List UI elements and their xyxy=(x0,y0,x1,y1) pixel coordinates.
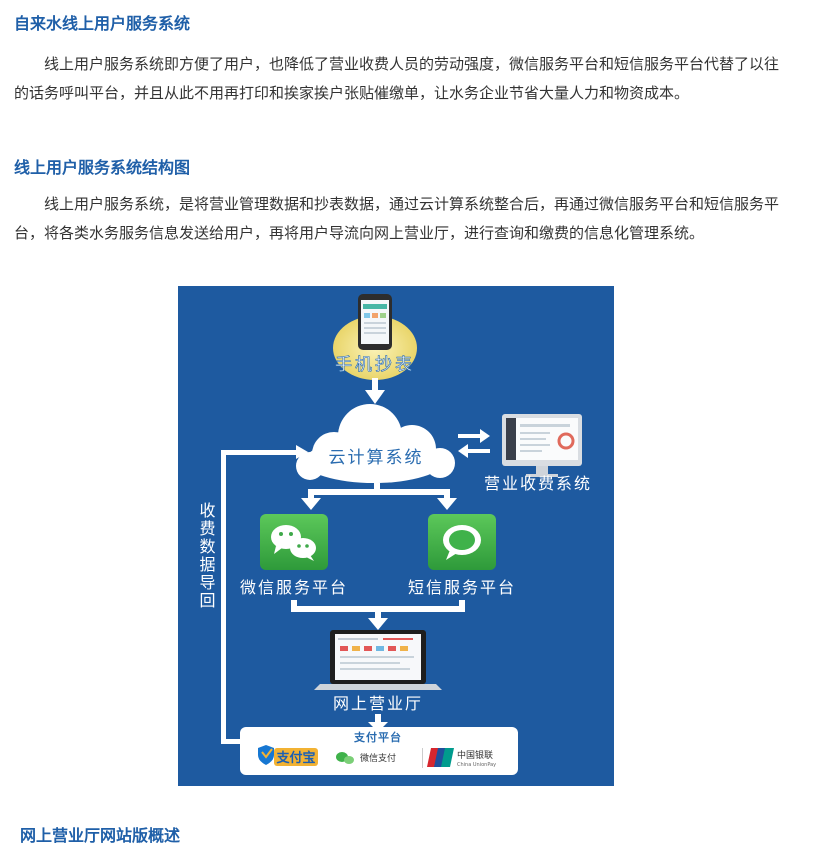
laptop-icon xyxy=(314,630,442,690)
wechat-pay-logo: 微信支付 xyxy=(336,752,396,764)
exchange-arrows-icon xyxy=(458,429,490,458)
monitor-icon xyxy=(502,414,582,477)
phone-icon xyxy=(358,294,392,350)
arrow-down-icon xyxy=(365,378,385,404)
merge-arrows-icon xyxy=(291,600,465,630)
mobile-reading-label: 手机抄表 xyxy=(335,355,415,375)
unionpay-label: 中国银联 xyxy=(457,749,493,761)
alipay-logo: 支付宝 xyxy=(258,745,318,766)
payment-divider xyxy=(422,748,423,768)
section-paragraph-structure: 线上用户服务系统，是将营业管理数据和抄表数据，通过云计算系统整合后，再通过微信服… xyxy=(14,195,780,242)
section-title-online-hall: 网上营业厅网站版概述 xyxy=(20,826,181,845)
feedback-label-vertical: 收费数据导回 xyxy=(197,502,216,610)
sms-icon xyxy=(428,514,496,570)
wechat-platform-label: 微信服务平台 xyxy=(240,578,348,597)
sms-platform-label: 短信服务平台 xyxy=(408,578,516,597)
online-hall-label: 网上营业厅 xyxy=(333,694,423,713)
unionpay-logo: 中国银联 China UnionPay xyxy=(427,748,496,768)
section-paragraph-intro: 线上用户服务系统即方便了用户，也降低了营业收费人员的劳动强度，微信服务平台和短信… xyxy=(14,55,780,102)
structure-diagram: 手机抄表 云计算系统 营业收费系统 xyxy=(178,286,614,786)
billing-system-label: 营业收费系统 xyxy=(484,474,592,493)
cloud-label: 云计算系统 xyxy=(329,448,424,468)
payment-panel-title: 支付平台 xyxy=(353,730,402,744)
wechat-icon xyxy=(260,514,328,570)
cloud-icon xyxy=(296,404,455,483)
wechat-pay-label: 微信支付 xyxy=(360,752,396,764)
feedback-loop-arrow xyxy=(221,445,308,744)
section-title-system: 自来水线上用户服务系统 xyxy=(14,14,191,33)
section-title-structure: 线上用户服务系统结构图 xyxy=(14,158,191,177)
branch-arrows-icon xyxy=(301,483,457,510)
svg-text:支付宝: 支付宝 xyxy=(275,750,315,766)
unionpay-sublabel: China UnionPay xyxy=(457,762,496,768)
